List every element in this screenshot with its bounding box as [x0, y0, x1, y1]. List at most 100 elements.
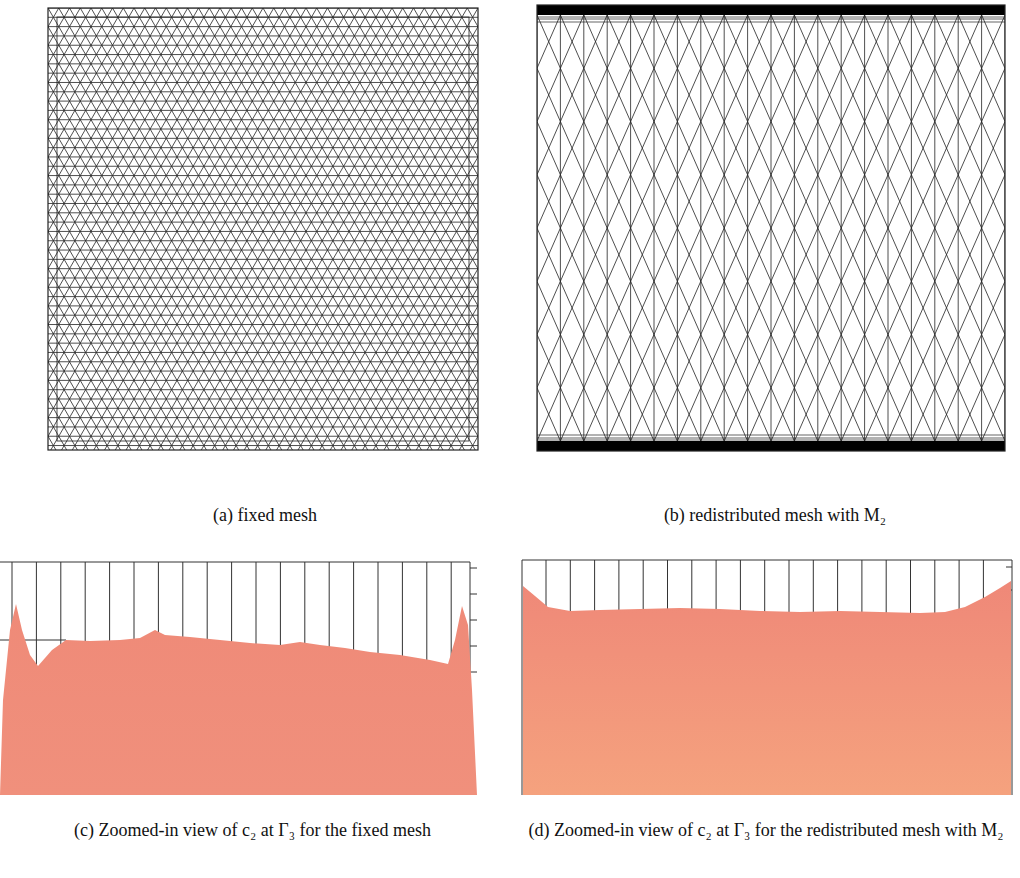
- mesh-edge: [53, 101, 58, 110]
- mesh-edge: [236, 45, 241, 54]
- mesh-edge: [311, 101, 316, 110]
- mesh-edge: [199, 55, 204, 64]
- mesh-edge: [387, 213, 392, 222]
- mesh-edge: [301, 157, 306, 166]
- mesh-edge: [457, 27, 462, 36]
- mesh-edge: [338, 176, 343, 185]
- mesh-edge: [446, 176, 451, 185]
- mesh-edge: [333, 148, 338, 157]
- mesh-edge: [193, 110, 198, 119]
- mesh-edge: [209, 120, 214, 129]
- mesh-edge: [59, 36, 64, 45]
- mesh-edge: [360, 82, 365, 91]
- mesh-edge: [166, 27, 171, 36]
- mesh-edge: [107, 92, 112, 101]
- mesh-edge: [478, 194, 483, 203]
- mesh-edge: [139, 157, 144, 166]
- mesh-edge: [279, 166, 284, 175]
- mesh-edge: [424, 176, 429, 185]
- mesh-edge: [371, 157, 376, 166]
- mesh-edge: [252, 82, 257, 91]
- mesh-edge: [59, 17, 64, 26]
- mesh-edge: [139, 73, 144, 82]
- mesh-edge: [360, 45, 365, 54]
- mesh-edge: [80, 213, 85, 222]
- mesh-edge: [172, 120, 177, 129]
- mesh-edge: [274, 17, 279, 26]
- mesh-edge: [360, 92, 365, 101]
- mesh-edge: [317, 148, 322, 157]
- mesh-edge: [371, 64, 376, 73]
- mesh-edge: [344, 213, 349, 222]
- mesh-edge: [306, 166, 311, 175]
- mesh-edge: [70, 194, 75, 203]
- mesh-edge: [403, 101, 408, 110]
- mesh-edge: [236, 64, 241, 73]
- mesh-edge: [247, 194, 252, 203]
- mesh-edge: [381, 64, 386, 73]
- fixed-mesh: [32, 8, 505, 464]
- mesh-edge: [403, 55, 408, 64]
- mesh-edge: [371, 148, 376, 157]
- mesh-edge: [252, 194, 257, 203]
- mesh-edge: [252, 203, 257, 212]
- mesh-edge: [118, 17, 123, 26]
- mesh-edge: [446, 27, 451, 36]
- mesh-edge: [365, 166, 370, 175]
- mesh-edge: [290, 101, 295, 110]
- mesh-edge: [408, 101, 413, 110]
- mesh-edge: [220, 45, 225, 54]
- mesh-edge: [322, 138, 327, 147]
- mesh-edge: [107, 120, 112, 129]
- mesh-edge: [408, 176, 413, 185]
- mesh-edge: [96, 203, 101, 212]
- mesh-edge: [263, 166, 268, 175]
- mesh-edge: [311, 203, 316, 212]
- mesh-edge: [263, 55, 268, 64]
- mesh-edge: [424, 27, 429, 36]
- mesh-edge: [274, 138, 279, 147]
- mesh-edge: [220, 138, 225, 147]
- mesh-edge: [215, 120, 220, 129]
- mesh-edge: [344, 82, 349, 91]
- mesh-edge: [414, 64, 419, 73]
- mesh-edge: [145, 185, 150, 194]
- mesh-edge: [311, 82, 316, 91]
- mesh-edge: [59, 185, 64, 194]
- mesh-edge: [311, 185, 316, 194]
- mesh-edge: [489, 148, 494, 157]
- mesh-edge: [349, 82, 354, 91]
- mesh-edge: [134, 64, 139, 73]
- mesh-edge: [408, 92, 413, 101]
- mesh-edge: [123, 222, 128, 231]
- mesh-edge: [139, 55, 144, 64]
- mesh-edge: [440, 73, 445, 82]
- mesh-edge: [403, 166, 408, 175]
- mesh-edge: [59, 101, 64, 110]
- mesh-edge: [311, 148, 316, 157]
- mesh-edge: [225, 157, 230, 166]
- mesh-edge: [231, 203, 236, 212]
- mesh-edge: [392, 73, 397, 82]
- mesh-edge: [107, 17, 112, 26]
- mesh-edge: [349, 110, 354, 119]
- mesh-edge: [102, 148, 107, 157]
- mesh-edge: [70, 17, 75, 26]
- mesh-edge: [381, 17, 386, 26]
- mesh-edge: [161, 138, 166, 147]
- mesh-edge: [199, 138, 204, 147]
- mesh-edge: [64, 176, 69, 185]
- mesh-edge: [188, 8, 193, 17]
- mesh-edge: [295, 8, 300, 17]
- mesh-edge: [381, 176, 386, 185]
- mesh-edge: [489, 194, 494, 203]
- mesh-edge: [220, 92, 225, 101]
- mesh-edge: [204, 148, 209, 157]
- mesh-edge: [333, 129, 338, 138]
- mesh-edge: [172, 166, 177, 175]
- mesh-edge: [32, 8, 37, 17]
- mesh-edge: [166, 110, 171, 119]
- mesh-edge: [102, 36, 107, 45]
- mesh-edge: [387, 138, 392, 147]
